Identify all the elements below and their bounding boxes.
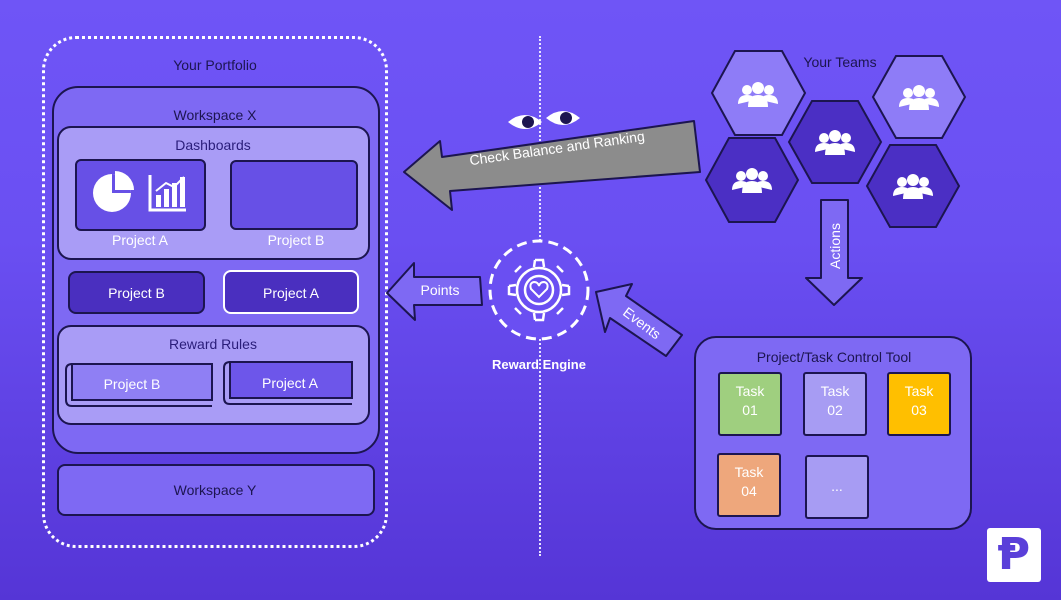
workspace-y[interactable]	[57, 464, 375, 516]
eye-icon	[546, 111, 580, 125]
teams-title: Your Teams	[803, 54, 877, 70]
team-hex-3	[787, 100, 883, 184]
bar-chart-icon	[148, 175, 186, 212]
team-hex-1	[710, 50, 807, 136]
task-03-label: Task 03	[904, 383, 934, 418]
reward-engine-circle	[488, 239, 590, 341]
portfolio-title: Your Portfolio	[173, 57, 257, 73]
dashboards-title: Dashboards	[175, 137, 251, 153]
task-02-label: Task 02	[820, 383, 850, 418]
dashboard-label-b: Project B	[267, 232, 325, 248]
reward-rule-a-label: Project A	[261, 375, 319, 391]
reward-rules-title: Reward Rules	[169, 336, 257, 352]
task-note-01[interactable]: Task 01	[718, 372, 782, 436]
gear-heart-icon	[507, 258, 571, 322]
control-tool-title: Project/Task Control Tool	[756, 349, 912, 365]
check-balance-arrow	[403, 120, 701, 211]
points-label: Points	[420, 282, 460, 298]
actions-arrow	[805, 199, 863, 306]
team-hex-4	[704, 137, 800, 223]
team-hex-2	[871, 55, 967, 139]
workspace-y-title: Workspace Y	[173, 482, 257, 498]
project-a-button-label: Project A	[262, 285, 320, 301]
task-note-02[interactable]: Task 02	[803, 372, 867, 436]
project-b-button-label: Project B	[108, 285, 165, 301]
scroll-icon	[65, 363, 213, 407]
task-more-label: ...	[831, 478, 843, 494]
team-hex-5	[865, 144, 961, 228]
brand-logo: Ᵽ	[987, 528, 1041, 582]
dashboard-tile-project-b[interactable]	[230, 160, 358, 230]
task-note-04[interactable]: Task 04	[717, 453, 781, 517]
brand-logo-glyph: Ᵽ	[997, 529, 1031, 580]
events-arrow	[595, 283, 683, 357]
dashboard-label-a: Project A	[111, 232, 169, 248]
reward-engine-label: Reward Engine	[492, 357, 586, 372]
workspace-x-title: Workspace X	[173, 107, 257, 123]
task-01-label: Task 01	[735, 383, 765, 418]
task-note-more[interactable]: ...	[805, 455, 869, 519]
pie-chart-icon	[93, 171, 134, 212]
task-04-label: Task 04	[734, 464, 764, 499]
project-b-button[interactable]	[68, 271, 205, 314]
portfolio-container	[42, 36, 388, 548]
scroll-icon	[223, 361, 353, 405]
reward-rule-b-label: Project B	[103, 376, 161, 392]
points-arrow	[386, 262, 483, 321]
eye-icon	[508, 115, 542, 129]
project-a-button[interactable]	[223, 270, 359, 314]
task-note-03[interactable]: Task 03	[887, 372, 951, 436]
